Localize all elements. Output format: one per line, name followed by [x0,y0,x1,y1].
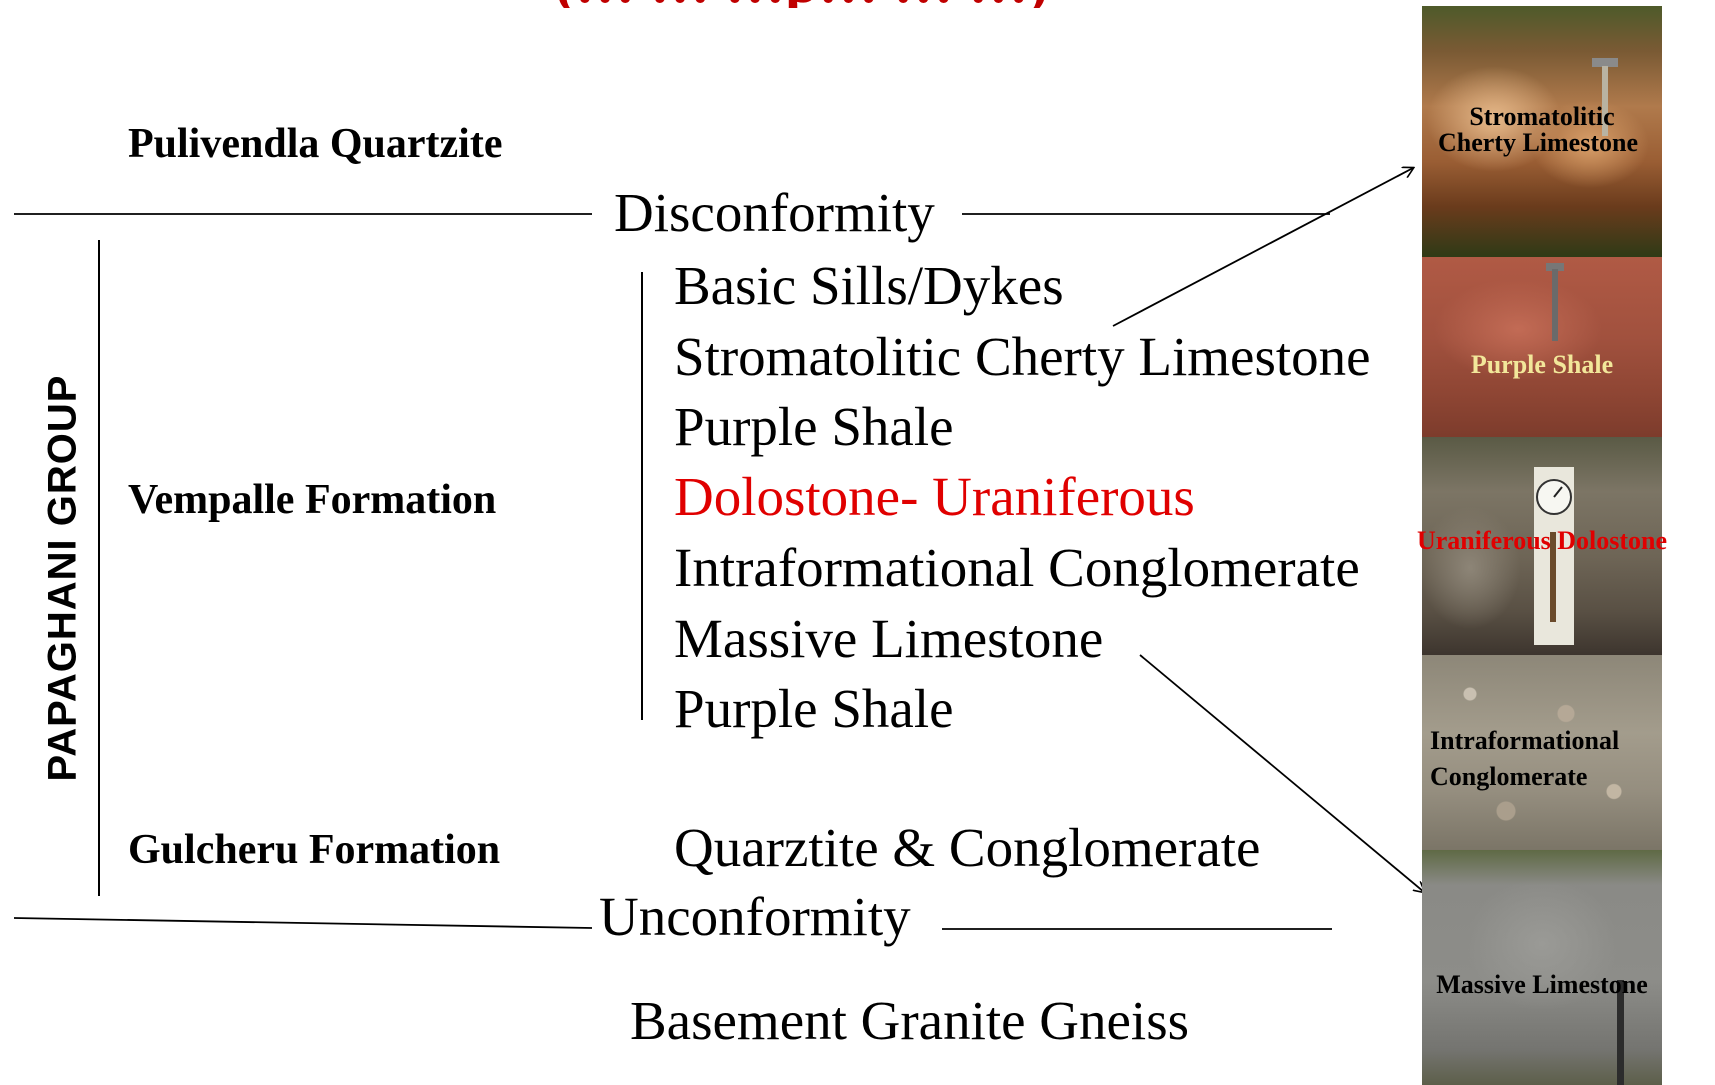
unit-purple-shale-upper: Purple Shale [674,396,954,457]
gulcheru-formation-label: Gulcheru Formation [128,827,501,873]
vempalle-units-bracket [641,272,643,720]
photo-label-intraformational-conglomerate: Intraformational Conglomerate [1430,726,1620,792]
disconformity-label: Disconformity [614,182,935,243]
group-bracket-line [98,240,100,896]
photo-stromatolitic-limestone: Stromatolitic Cherty Limestone [1422,6,1662,257]
outcrop-photo-column: Stromatolitic Cherty Limestone Purple Sh… [1417,6,1667,1085]
slide-title-clip: (… … …p… … …) [0,0,1300,8]
photo-label-uraniferous-dolostone: Uraniferous Dolostone [1416,526,1668,555]
photo-label-massive-limestone: Massive Limestone [1436,970,1648,999]
slide-title: (… … …p… … …) [555,0,1048,8]
arrow-to-massive-limestone-photo [1139,654,1424,892]
scale-card-icon [1534,467,1574,645]
pulivendla-quartzite-label: Pulivendla Quartzite [128,121,503,167]
photo-uraniferous-dolostone: Uraniferous Dolostone [1417,437,1667,655]
unit-intraformational-conglomerate: Intraformational Conglomerate [674,537,1360,598]
photo-intraformational-conglomerate: Intraformational Conglomerate [1422,655,1662,850]
unit-basic-sills-dykes: Basic Sills/Dykes [674,255,1064,316]
photo-label-stromatolitic: Stromatolitic Cherty Limestone [1437,102,1638,157]
vempalle-formation-label: Vempalle Formation [128,477,497,523]
basement-granite-gneiss: Basement Granite Gneiss [630,990,1190,1051]
hammer-icon [1546,263,1564,341]
unit-dolostone-uraniferous: Dolostone- Uraniferous [674,466,1195,527]
unit-purple-shale-lower: Purple Shale [674,678,954,739]
arrow-to-stromatolitic-photo [1112,168,1413,327]
unconformity-line-left [13,917,593,929]
photo-purple-shale: Purple Shale [1422,257,1662,437]
unit-massive-limestone: Massive Limestone [674,608,1104,669]
unit-quartzite-conglomerate: Quarztite & Conglomerate [674,817,1261,878]
unconformity-label: Unconformity [599,886,911,947]
hammer-handle-icon [1617,980,1624,1085]
unit-stromatolitic-cherty-limestone: Stromatolitic Cherty Limestone [674,326,1371,387]
hammer-icon [1592,58,1618,136]
photo-label-purple-shale: Purple Shale [1470,350,1614,379]
photo-massive-limestone: Massive Limestone [1422,850,1662,1085]
